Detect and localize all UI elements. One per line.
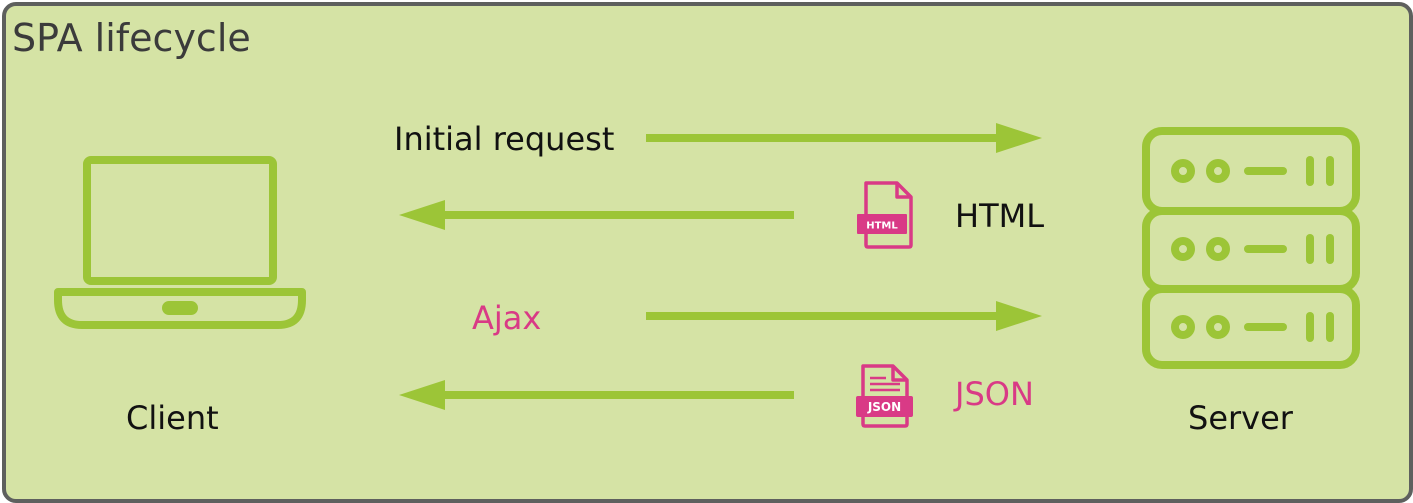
html-file-badge: HTML [866,221,898,232]
json-response-arrow [399,380,794,410]
html-response-arrow [399,200,794,230]
laptop-icon [54,156,306,329]
html-file-icon: HTML [857,181,913,249]
html-response-label: HTML [955,197,1045,235]
initial-request-label: Initial request [394,120,615,158]
diagram-title: SPA lifecycle [12,16,251,60]
server-stack-icon [1142,127,1360,369]
server-label: Server [1188,399,1293,437]
json-response-label: JSON [955,375,1034,413]
ajax-request-arrow [646,301,1042,331]
initial-request-arrow [646,123,1042,153]
ajax-request-label: Ajax [472,299,542,337]
json-file-icon: JSON [856,364,913,428]
json-file-badge: JSON [867,400,901,414]
client-label: Client [126,399,219,437]
